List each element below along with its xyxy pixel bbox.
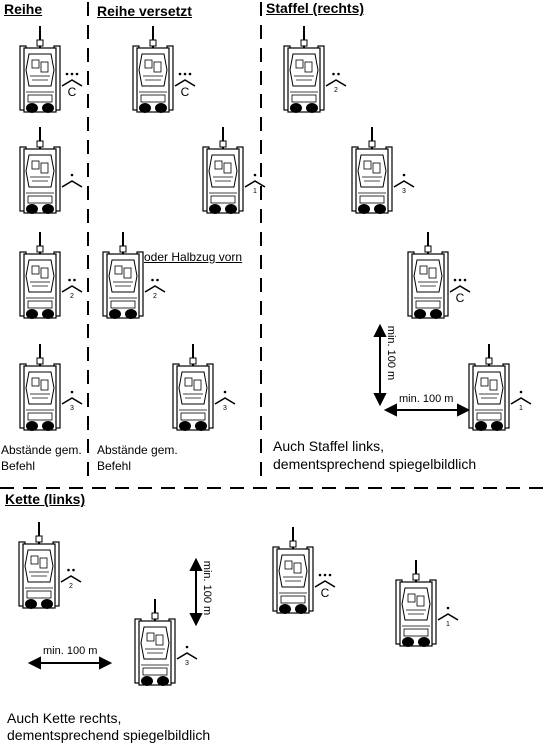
tank-reihe_versetzt-5: 1	[202, 127, 266, 214]
note-halbzug-vorn: oder Halbzug vorn	[144, 250, 243, 264]
note-abstaende-reihe-2: Befehl	[1, 459, 36, 473]
arrow-head	[383, 403, 397, 417]
tank-role-label: C	[456, 291, 465, 305]
arrow-head	[99, 656, 113, 670]
tank-reihe-1	[19, 127, 83, 214]
tank-role-label: 3	[402, 188, 406, 195]
tank-kette_links-15: 1	[395, 560, 459, 647]
note-abstaende-versetzt-2: Befehl	[97, 459, 132, 473]
tank-staffel_rechts-8: 2	[283, 26, 347, 113]
tank-role-label: C	[181, 85, 190, 99]
note-abstaende-versetzt-1: Abstände gem.	[97, 443, 178, 457]
tank-reihe_versetzt-7: 3	[172, 344, 236, 431]
tank-role-label: 1	[519, 405, 523, 412]
note-kette-rechts-2: dementsprechend spiegelbildlich	[7, 727, 211, 743]
arrow-head	[27, 656, 41, 670]
arrow-head	[373, 393, 387, 407]
note-staffel-links-2: dementsprechend spiegelbildlich	[273, 456, 477, 472]
header-kette-links: Kette (links)	[5, 491, 86, 507]
distance-label-staffel-horizontal: min. 100 m	[399, 393, 454, 405]
tank-role-label: C	[321, 586, 330, 600]
tank-role-label: 1	[253, 188, 257, 195]
note-kette-rechts-1: Auch Kette rechts,	[7, 710, 122, 726]
tank-role-label: 2	[70, 293, 74, 300]
tank-staffel_rechts-11: 1	[468, 344, 532, 431]
tank-role-label: 3	[223, 405, 227, 412]
tank-staffel_rechts-9: 3	[351, 127, 415, 214]
header-staffel-rechts: Staffel (rechts)	[266, 0, 365, 16]
note-staffel-links-1: Auch Staffel links,	[273, 438, 385, 454]
tank-reihe-3: 3	[19, 344, 83, 431]
distance-label-kette-horizontal: min. 100 m	[43, 645, 98, 657]
note-abstaende-reihe-1: Abstände gem.	[1, 443, 82, 457]
tank-role-label: 3	[70, 405, 74, 412]
header-reihe: Reihe	[4, 1, 43, 17]
tank-reihe_versetzt-6: 2	[102, 232, 166, 319]
tank-role-label: C	[68, 85, 77, 99]
tank-kette_links-13: 3	[134, 599, 198, 686]
header-reihe-versetzt: Reihe versetzt	[97, 3, 192, 19]
tank-reihe-0: C	[19, 26, 83, 113]
arrow-head	[189, 613, 203, 627]
tank-kette_links-14: C	[272, 527, 336, 614]
tank-staffel_rechts-10: C	[407, 232, 471, 319]
arrow-head	[373, 323, 387, 337]
tank-role-label: 2	[153, 293, 157, 300]
tank-role-label: 3	[185, 660, 189, 667]
arrow-head	[189, 557, 203, 571]
tank-role-label: 2	[69, 583, 73, 590]
tank-reihe-2: 2	[19, 232, 83, 319]
tank-role-label: 2	[334, 87, 338, 94]
tank-reihe_versetzt-4: C	[132, 26, 196, 113]
tank-kette_links-12: 2	[18, 522, 82, 609]
arrow-head	[457, 403, 471, 417]
tank-role-label: 1	[446, 621, 450, 628]
